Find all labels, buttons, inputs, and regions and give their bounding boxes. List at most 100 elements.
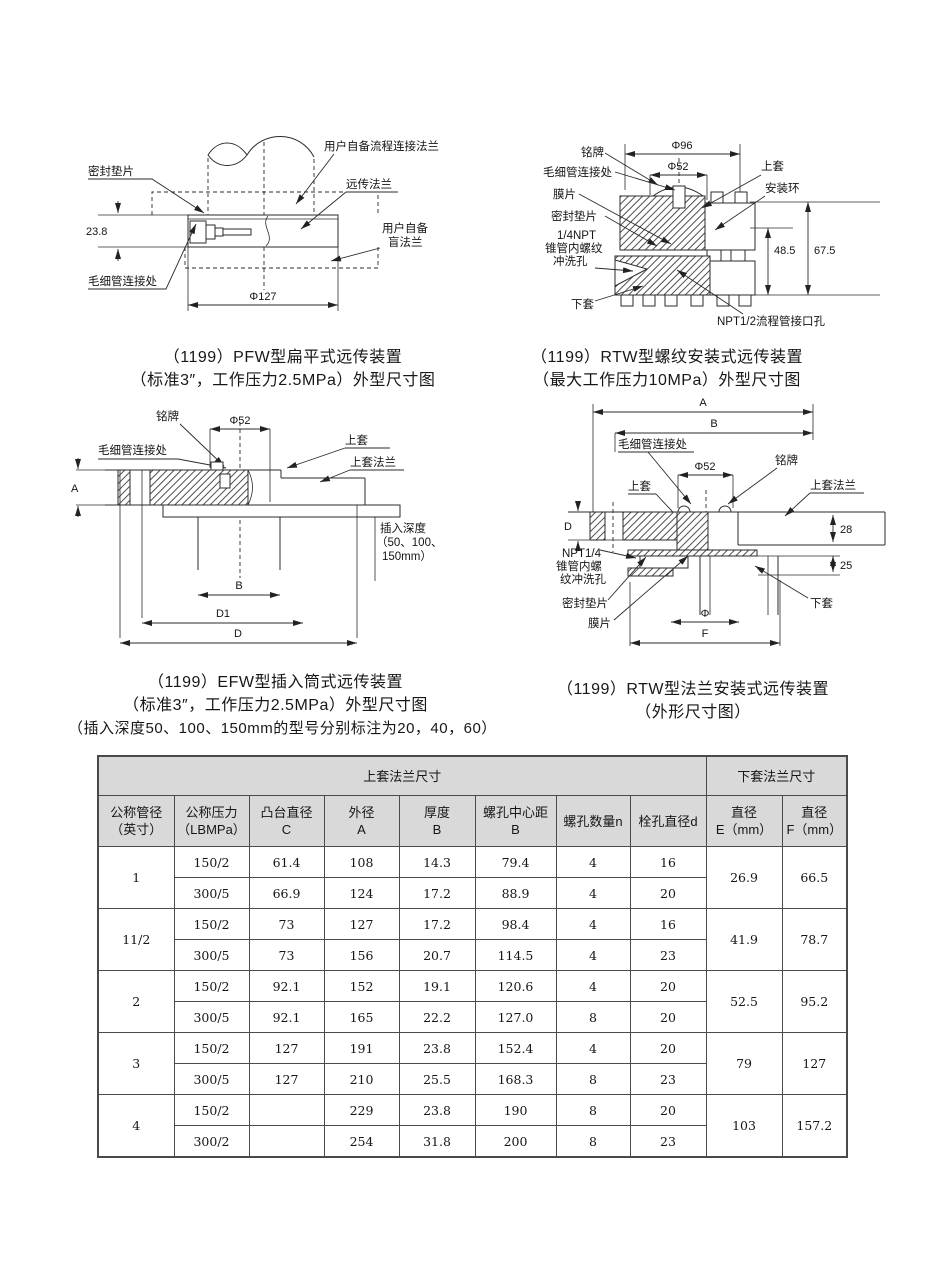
label-lower-sleeve: 下套 — [810, 597, 833, 610]
dim-d: D — [234, 628, 242, 640]
cell-dia-e: 103 — [705, 1094, 783, 1158]
cell: 190 — [474, 1094, 557, 1126]
cell: 23 — [629, 1125, 707, 1158]
cell: 14.3 — [398, 846, 476, 878]
label-seal-gasket: 密封垫片 — [551, 209, 597, 223]
cell-dia-f: 78.7 — [781, 908, 848, 971]
dim-a: A — [699, 397, 707, 409]
table-row: 4 150/2 229 23.8 190 8 20 103 157.2 — [97, 1094, 848, 1158]
dim-67-5: 67.5 — [814, 245, 835, 257]
rtw-flange-caption-line1: （1199）RTW型法兰安装式远传装置 — [556, 681, 830, 698]
dim-28: 28 — [840, 524, 852, 536]
cell: 23 — [629, 1063, 707, 1095]
pfw-caption-line1: （1199）PFW型扁平式远传装置 — [163, 349, 403, 366]
label-nameplate: 铭牌 — [775, 453, 798, 467]
cell: 120.6 — [474, 970, 557, 1002]
dim-23-8: 23.8 — [86, 226, 107, 238]
dim-d: D — [564, 521, 572, 533]
cell-dia-f: 157.2 — [781, 1094, 848, 1158]
group-header-upper-flange: 上套法兰尺寸 — [97, 755, 707, 796]
cell: 98.4 — [474, 908, 557, 940]
label-upper-sleeve: 上套 — [345, 434, 368, 447]
rtw-threaded-drawing: Φ96 Φ52 48.5 67.5 铭牌 毛细管连接处 膜片 密封垫片 1/4N… — [543, 140, 880, 328]
cell: 61.4 — [248, 846, 325, 878]
label-lower-sleeve: 下套 — [571, 298, 594, 311]
col-header-boss-dia: 凸台直径 C — [248, 795, 325, 847]
cell-pipe: 4 — [97, 1094, 175, 1158]
cell: 16 — [629, 846, 707, 878]
table-row: 3 150/2 127 191 23.8 152.4 4 20 79 127 — [97, 1032, 848, 1095]
cell: 114.5 — [474, 939, 557, 971]
cell: 165 — [323, 1001, 400, 1033]
cell: 17.2 — [398, 908, 476, 940]
cell-dia-e: 79 — [705, 1032, 783, 1095]
pfw-drawing: 密封垫片 用户自备流程连接法兰 远传法兰 用户自备 盲法兰 毛细管连接处 23.… — [86, 136, 439, 311]
cell-dia-e: 52.5 — [705, 970, 783, 1033]
cell: 23 — [629, 939, 707, 971]
cell: 127 — [248, 1032, 325, 1064]
cell: 20 — [629, 1094, 707, 1126]
rtw-flange-caption-line2: （外形尺寸图） — [635, 704, 751, 721]
label-insert-depth-2: （50、100、 — [376, 536, 442, 549]
dim-b: B — [710, 418, 717, 430]
label-upper-sleeve: 上套 — [761, 160, 784, 173]
dim-phi: Φ — [701, 608, 710, 620]
cell — [248, 1094, 325, 1126]
label-insert-depth-3: 150mm） — [382, 550, 432, 563]
col-header-bolt-circle: 螺孔中心距 B — [474, 795, 557, 847]
label-npt14-line3: 冲洗孔 — [553, 254, 588, 268]
cell-dia-f: 66.5 — [781, 846, 848, 909]
label-capillary: 毛细管连接处 — [88, 274, 157, 288]
cell-dia-e: 41.9 — [705, 908, 783, 971]
col-header-outer-dia: 外径 A — [323, 795, 400, 847]
cell: 20 — [629, 970, 707, 1002]
table-group-header-row: 上套法兰尺寸 下套法兰尺寸 — [97, 755, 848, 796]
diagram-rtw-threaded: Φ96 Φ52 48.5 67.5 铭牌 毛细管连接处 膜片 密封垫片 1/4N… — [495, 128, 895, 392]
cell: 300/2 — [173, 1125, 250, 1158]
cell: 300/5 — [173, 939, 250, 971]
col-header-pipe: 公称管径 （英寸） — [97, 795, 175, 847]
cell: 20.7 — [398, 939, 476, 971]
efw-caption: （1199）EFW型插入筒式远传装置 （标准3″，工作压力2.5MPa）外型尺寸… — [68, 671, 496, 740]
cell: 8 — [555, 1125, 631, 1158]
cell: 210 — [323, 1063, 400, 1095]
cell-pipe: 2 — [97, 970, 175, 1033]
linework — [578, 144, 880, 315]
label-process-port: NPT1/2流程管接口孔 — [717, 314, 825, 328]
label-nameplate: 铭牌 — [156, 409, 179, 423]
label-npt14-line2: 锥管内螺 — [556, 559, 602, 573]
rtw-threaded-caption-line1: （1199）RTW型螺纹安装式远传装置 — [530, 349, 804, 366]
cell — [248, 1125, 325, 1158]
label-seal-gasket: 密封垫片 — [562, 596, 608, 610]
cell: 20 — [629, 1001, 707, 1033]
table-row: 300/5 127 210 25.5 168.3 8 23 — [98, 1063, 847, 1095]
label-remote-flange: 远传法兰 — [346, 177, 392, 191]
cell: 79.4 — [474, 846, 557, 878]
cell: 92.1 — [248, 970, 325, 1002]
label-user-blind-flange-1: 用户自备 — [382, 221, 428, 235]
cell: 127.0 — [474, 1001, 557, 1033]
cell: 31.8 — [398, 1125, 476, 1158]
cell: 22.2 — [398, 1001, 476, 1033]
linework — [568, 404, 886, 646]
pfw-caption: （1199）PFW型扁平式远传装置 （标准3″，工作压力2.5MPa）外型尺寸图 — [68, 346, 498, 392]
cell: 4 — [555, 1032, 631, 1064]
cell: 168.3 — [474, 1063, 557, 1095]
dim-phi52: Φ52 — [229, 415, 250, 427]
cell-pipe: 1 — [97, 846, 175, 909]
cell: 17.2 — [398, 877, 476, 909]
cell-pipe: 11/2 — [97, 908, 175, 971]
cell: 73 — [248, 939, 325, 971]
flange-dimensions-table: 上套法兰尺寸 下套法兰尺寸 公称管径 （英寸） 公称压力 （LBMPa） 凸台直… — [97, 755, 849, 1158]
col-header-pressure: 公称压力 （LBMPa） — [173, 795, 250, 847]
cell: 66.9 — [248, 877, 325, 909]
label-capillary: 毛细管连接处 — [618, 437, 687, 451]
col-header-dia-f: 直径 F（mm） — [781, 795, 848, 847]
label-capillary: 毛细管连接处 — [98, 443, 167, 457]
label-capillary: 毛细管连接处 — [543, 165, 612, 179]
dim-48-5: 48.5 — [774, 245, 795, 257]
dim-phi52: Φ52 — [667, 161, 688, 173]
efw-caption-line2: （标准3″，工作压力2.5MPa）外型尺寸图 — [123, 697, 428, 714]
table-row: 1 150/2 61.4 108 14.3 79.4 4 16 26.9 66.… — [97, 846, 848, 909]
